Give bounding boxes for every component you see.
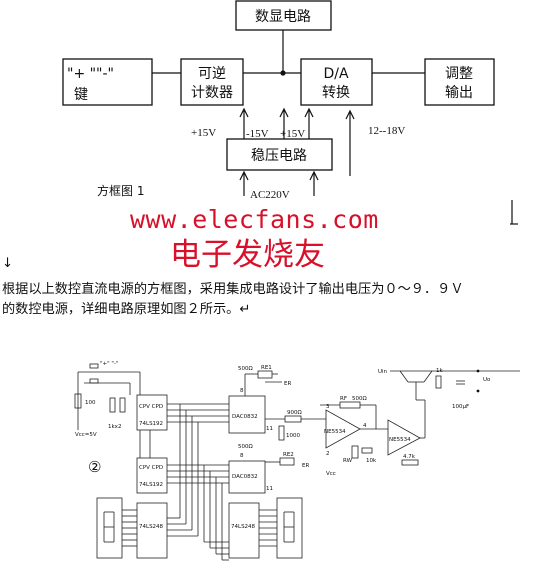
ic-74ls192-top <box>136 394 168 431</box>
svg-text:1k: 1k <box>436 368 443 374</box>
label-plus15-left: +15V <box>191 127 216 139</box>
svg-text:ER: ER <box>302 463 309 469</box>
svg-text:4.7k: 4.7k <box>403 454 416 460</box>
block-display-circuit <box>235 0 332 31</box>
block-adjust <box>424 58 495 106</box>
display-circuit-label: 数显电路 <box>255 9 311 25</box>
svg-text:100μF: 100μF <box>452 404 469 410</box>
svg-text:74LS248: 74LS248 <box>231 524 256 530</box>
paragraph-line2: 的数控电源，详细电路原理如图２所示。↵ <box>2 302 251 317</box>
ic-dac0832-bottom <box>228 460 266 494</box>
watermark-url: www.elecfans.com <box>130 205 379 234</box>
block-counter <box>180 58 244 106</box>
svg-text:DAC0832: DAC0832 <box>232 474 258 480</box>
key-label-line1: "+ ""-" <box>67 66 114 82</box>
da-label-line2: 转换 <box>322 84 350 101</box>
svg-text:NE5534: NE5534 <box>389 437 411 443</box>
opamp-ne5534-2 <box>387 419 421 456</box>
svg-text:900Ω: 900Ω <box>287 410 302 416</box>
svg-text:1000: 1000 <box>286 433 300 439</box>
svg-text:4: 4 <box>363 423 367 429</box>
svg-text:CPV CPD: CPV CPD <box>139 404 163 410</box>
svg-text:RW: RW <box>343 458 353 464</box>
svg-text:74LS192: 74LS192 <box>139 421 163 427</box>
svg-text:CPV CPD: CPV CPD <box>139 465 163 471</box>
adjust-label-line2: 输出 <box>445 85 473 101</box>
svg-text:Uo: Uo <box>483 377 491 383</box>
svg-text:DAC0832: DAC0832 <box>232 414 258 420</box>
svg-text:500Ω: 500Ω <box>238 444 253 450</box>
caption-figure1: 方框图 1 <box>97 183 144 198</box>
svg-text:RE2: RE2 <box>283 452 294 458</box>
svg-text:8: 8 <box>240 388 244 394</box>
ic-74ls248-left <box>136 502 168 559</box>
key-label-line2: 键 <box>74 87 88 103</box>
schematic: "+" "-" 100 1kx2 Vcc=5V CPV CPD 74LS192 … <box>74 361 520 561</box>
svg-text:500Ω: 500Ω <box>238 366 253 372</box>
opamp-ne5534-1 <box>325 409 361 449</box>
svg-text:11: 11 <box>266 426 273 432</box>
ic-dac0832-top <box>228 395 266 434</box>
svg-text:74LS248: 74LS248 <box>139 524 164 530</box>
block-regulator <box>226 138 333 171</box>
arrow-mark: ↓ <box>2 256 14 271</box>
vcc5v-label: Vcc=5V <box>75 432 97 438</box>
svg-text:8: 8 <box>240 453 244 459</box>
svg-text:RE1: RE1 <box>261 365 272 371</box>
arrow-group <box>239 107 355 196</box>
svg-text:10k: 10k <box>366 458 377 464</box>
svg-text:Uin: Uin <box>378 369 388 375</box>
paragraph-line1: 根据以上数控直流电源的方框图，采用集成电路设计了输出电压为０～９．９Ｖ <box>2 282 464 297</box>
r1k2-label: 1kx2 <box>108 424 121 430</box>
adjust-label-line1: 调整 <box>445 66 473 82</box>
label-ac220v: AC220V <box>250 189 290 201</box>
svg-text:NE5534: NE5534 <box>324 429 346 435</box>
counter-label-line2: 计数器 <box>191 85 233 101</box>
fig-number: ② <box>88 458 101 476</box>
r100-label: 100 <box>85 400 96 406</box>
svg-text:500Ω: 500Ω <box>352 396 367 402</box>
svg-text:RF: RF <box>340 396 347 402</box>
svg-text:2: 2 <box>326 451 330 457</box>
label-minus15: -15V <box>246 128 269 140</box>
block-key <box>62 58 153 106</box>
label-plus15-right: +15V <box>280 128 305 140</box>
svg-text:3: 3 <box>326 404 330 410</box>
ic-74ls248-right <box>228 502 260 559</box>
svg-text:Vcc: Vcc <box>326 471 336 477</box>
svg-text:74LS192: 74LS192 <box>139 482 163 488</box>
counter-label-line1: 可逆 <box>198 66 226 82</box>
junction-dot <box>280 70 286 76</box>
regulator-label: 稳压电路 <box>251 148 307 164</box>
plus-minus-label: "+" "-" <box>100 361 118 367</box>
da-label-line1: D/A <box>323 66 348 82</box>
ic-74ls192-bottom <box>136 457 168 494</box>
label-12-18v: 12--18V <box>368 125 405 137</box>
svg-text:ER: ER <box>284 381 291 387</box>
watermark-name: 电子发烧友 <box>170 237 325 273</box>
block-da <box>300 58 373 106</box>
svg-text:11: 11 <box>266 486 273 492</box>
